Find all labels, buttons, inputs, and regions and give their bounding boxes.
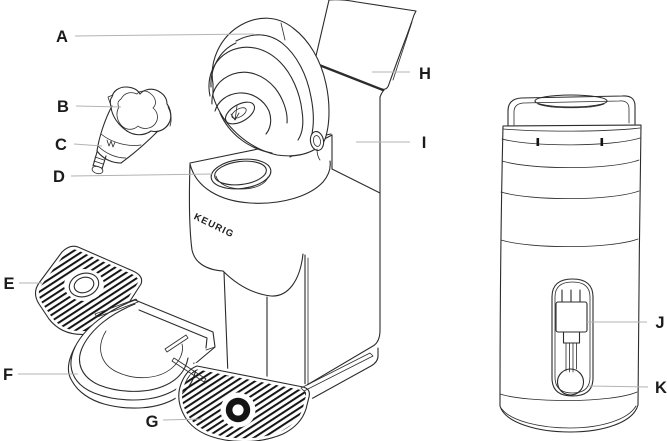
brewer-head [208, 17, 330, 161]
leader-line-k [587, 385, 649, 388]
water-tank [499, 94, 642, 433]
fill-mark-left [536, 138, 540, 146]
base-rails [171, 352, 374, 392]
callout-letter-a: A [56, 28, 68, 46]
callout-letter-f: F [3, 366, 13, 384]
leader-line-b [75, 105, 122, 108]
tray-rails [94, 298, 189, 353]
handle-pivot [309, 131, 325, 151]
power-plug [555, 289, 588, 344]
base-drip-plate [171, 352, 374, 441]
callout-letter-b: B [57, 98, 69, 116]
cord-storage-recess [551, 278, 594, 397]
leader-line-a [74, 33, 255, 37]
callout-letters: A B C D E F G H I J K [3, 28, 667, 431]
plate-hole [68, 272, 100, 298]
reservoir-lid [312, 0, 417, 92]
leader-line-g [162, 418, 203, 421]
lid-hinge [312, 61, 385, 92]
callout-letter-d: D [53, 168, 65, 186]
puncture-needle [230, 105, 240, 121]
pod-holder-spout [91, 151, 107, 175]
callout-letter-k: K [655, 379, 667, 397]
pod-holder-funnel-opening [116, 90, 158, 130]
callout-letter-e: E [3, 275, 14, 293]
leader-line-d [70, 173, 213, 177]
callout-letter-c: C [55, 136, 67, 154]
mold-mark [106, 139, 116, 148]
power-cord [565, 342, 577, 373]
pod-chamber [210, 158, 272, 190]
cord-wrap [556, 368, 585, 396]
callout-letter-i: I [422, 134, 427, 152]
callout-letter-h: H [419, 65, 431, 83]
callout-letter-j: J [655, 314, 664, 332]
pod-holder [91, 86, 172, 175]
artwork: KEURIG [3, 0, 667, 441]
callout-letter-g: G [146, 413, 159, 431]
leader-line-c [73, 143, 103, 147]
tank-handle [507, 94, 636, 126]
callout-leaders [18, 33, 649, 421]
machine-body [188, 133, 381, 400]
brewer-machine: KEURIG [188, 0, 417, 400]
tank-opening [534, 94, 608, 108]
fill-mark-right [600, 138, 604, 146]
